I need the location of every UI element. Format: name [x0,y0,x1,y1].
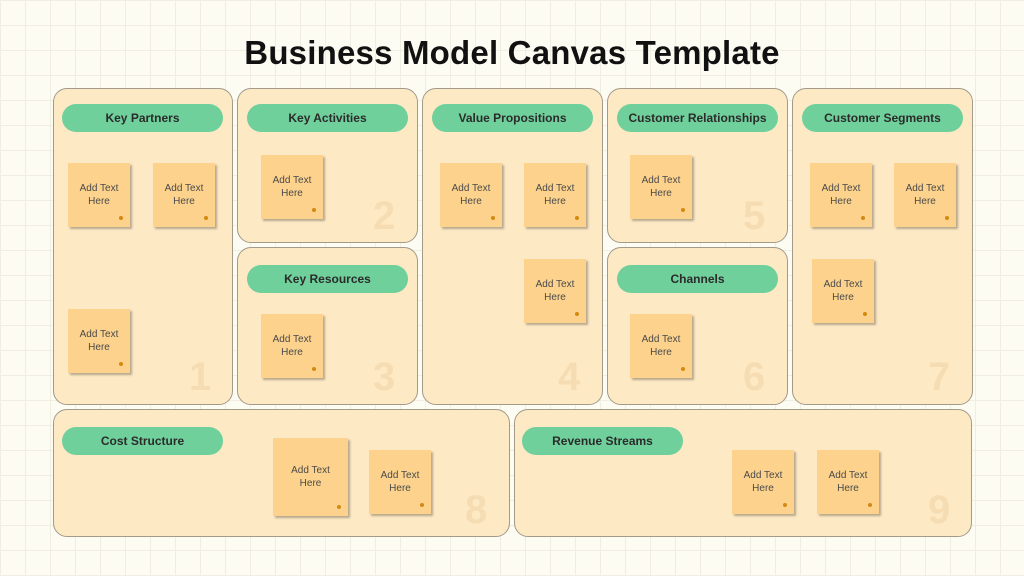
note-text: Add Text Here [641,175,681,199]
note-dot [681,367,685,371]
note-text: Add Text Here [823,279,863,303]
note-text: Add Text Here [291,465,330,489]
note-text: Add Text Here [272,175,312,199]
note-text: Add Text Here [451,183,491,207]
note-dot [119,216,123,220]
number-7: 7 [928,355,951,399]
note-dot [204,216,208,220]
sticky-note[interactable]: Add Text Here [812,259,874,323]
block-customer-relationships: Customer Relationships 5 Add Text Here [607,88,788,243]
number-4: 4 [558,355,581,399]
sticky-note[interactable]: Add Text Here [273,438,348,516]
sticky-note[interactable]: Add Text Here [732,450,794,514]
label-key-resources: Key Resources [247,265,408,293]
sticky-note[interactable]: Add Text Here [261,155,323,219]
label-channels: Channels [617,265,778,293]
number-3: 3 [373,355,396,399]
note-dot [312,208,316,212]
note-dot [491,216,495,220]
note-dot [337,505,341,509]
note-dot [863,312,867,316]
label-revenue-streams: Revenue Streams [522,427,683,455]
block-revenue-streams: Revenue Streams 9 Add Text Here Add Text… [514,409,972,537]
note-dot [783,503,787,507]
block-key-activities: Key Activities 2 Add Text Here [237,88,418,243]
note-text: Add Text Here [535,183,575,207]
note-text: Add Text Here [641,334,681,358]
page-title: Business Model Canvas Template [244,34,780,71]
note-text: Add Text Here [79,329,119,353]
number-8: 8 [465,488,488,532]
note-dot [681,208,685,212]
sticky-note[interactable]: Add Text Here [817,450,879,514]
note-dot [119,362,123,366]
label-value-propositions: Value Propositions [432,104,593,132]
note-text: Add Text Here [380,470,420,494]
label-key-partners: Key Partners [62,104,223,132]
block-key-partners: Key Partners 1 Add Text Here Add Text He… [53,88,233,405]
sticky-note[interactable]: Add Text Here [261,314,323,378]
label-customer-relationships: Customer Relationships [617,104,778,132]
note-dot [861,216,865,220]
sticky-note[interactable]: Add Text Here [524,259,586,323]
note-dot [868,503,872,507]
sticky-note[interactable]: Add Text Here [894,163,956,227]
note-text: Add Text Here [79,183,119,207]
note-text: Add Text Here [272,334,312,358]
block-value-propositions: Value Propositions 4 Add Text Here Add T… [422,88,603,405]
note-dot [575,312,579,316]
note-dot [945,216,949,220]
sticky-note[interactable]: Add Text Here [810,163,872,227]
number-1: 1 [189,355,212,399]
sticky-note[interactable]: Add Text Here [68,309,130,373]
note-dot [312,367,316,371]
number-5: 5 [743,194,766,238]
note-text: Add Text Here [828,470,868,494]
number-9: 9 [928,488,951,532]
note-text: Add Text Here [905,183,945,207]
sticky-note[interactable]: Add Text Here [153,163,215,227]
note-text: Add Text Here [164,183,204,207]
sticky-note[interactable]: Add Text Here [68,163,130,227]
note-dot [575,216,579,220]
label-key-activities: Key Activities [247,104,408,132]
note-text: Add Text Here [743,470,783,494]
note-dot [420,503,424,507]
sticky-note[interactable]: Add Text Here [524,163,586,227]
number-2: 2 [373,194,396,238]
sticky-note[interactable]: Add Text Here [630,314,692,378]
number-6: 6 [743,355,766,399]
note-text: Add Text Here [821,183,861,207]
label-cost-structure: Cost Structure [62,427,223,455]
note-text: Add Text Here [535,279,575,303]
block-customer-segments: Customer Segments 7 Add Text Here Add Te… [792,88,973,405]
block-channels: Channels 6 Add Text Here [607,247,788,405]
block-key-resources: Key Resources 3 Add Text Here [237,247,418,405]
block-cost-structure: Cost Structure 8 Add Text Here Add Text … [53,409,510,537]
sticky-note[interactable]: Add Text Here [630,155,692,219]
sticky-note[interactable]: Add Text Here [440,163,502,227]
sticky-note[interactable]: Add Text Here [369,450,431,514]
label-customer-segments: Customer Segments [802,104,963,132]
